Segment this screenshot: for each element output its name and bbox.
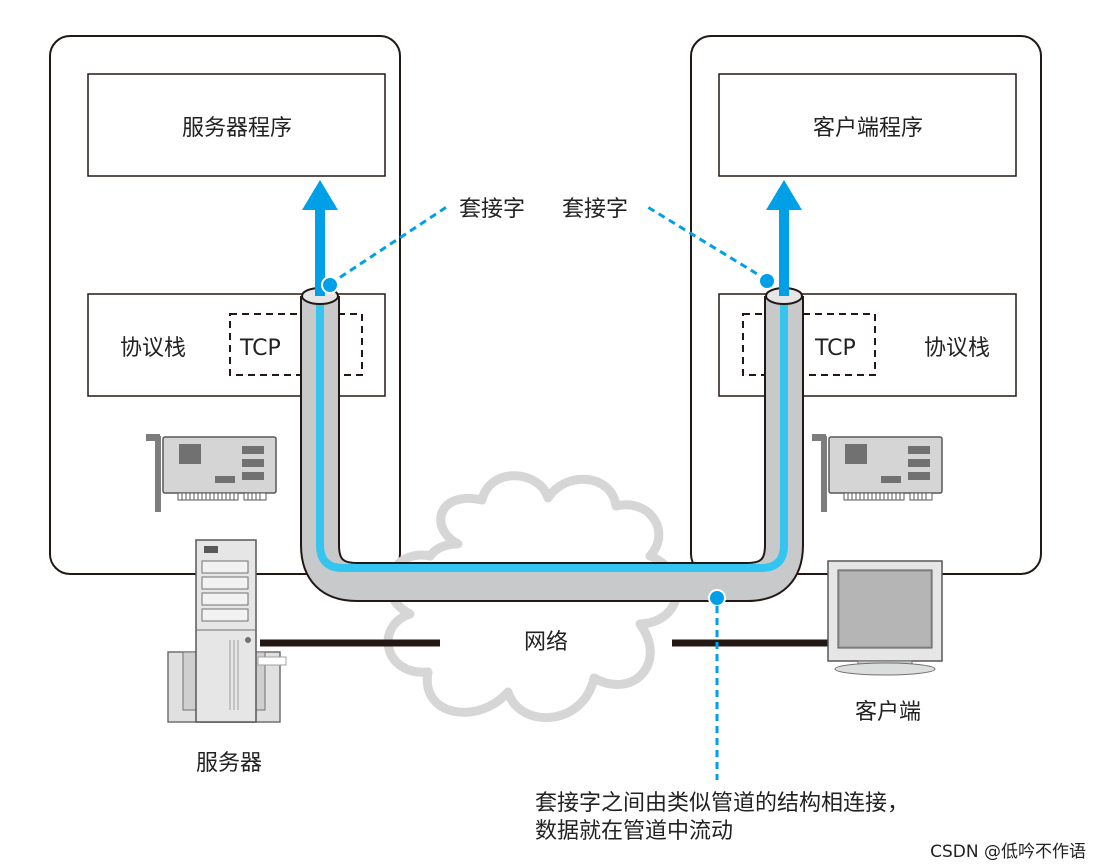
client-monitor-icon [827,560,943,676]
diagram-caption-line2: 数据就在管道中流动 [535,819,733,844]
server-nic-icon [146,434,277,512]
client-socket-dot [758,272,776,290]
client-program-label: 客户端程序 [813,116,923,141]
client-tcp-box [742,313,876,376]
client-tcp-label: TCP [814,336,856,361]
client-label: 客户端 [855,700,921,725]
diagram-caption-line1: 套接字之间由类似管道的结构相连接， [535,791,909,816]
client-protocol-stack-label: 协议栈 [924,336,990,361]
pipe-caption-dot [708,589,726,607]
socket-pipe [300,287,804,602]
server-program-label: 服务器程序 [182,116,292,141]
server-tower-icon [167,539,287,723]
network-label: 网络 [524,630,568,655]
server-program-box [87,73,386,177]
server-socket-label: 套接字 [459,197,525,222]
server-protocol-stack-label: 协议栈 [120,336,186,361]
client-socket-label: 套接字 [562,197,628,222]
server-tcp-box [229,313,363,376]
watermark-text: CSDN @低吟不作语 [930,842,1086,862]
client-nic-icon [812,434,943,512]
client-program-box [718,73,1017,177]
server-data-arrow [302,180,338,296]
server-socket-dot [321,276,339,294]
client-data-arrow [766,180,802,296]
server-label: 服务器 [196,751,262,776]
server-tcp-label: TCP [239,336,281,361]
